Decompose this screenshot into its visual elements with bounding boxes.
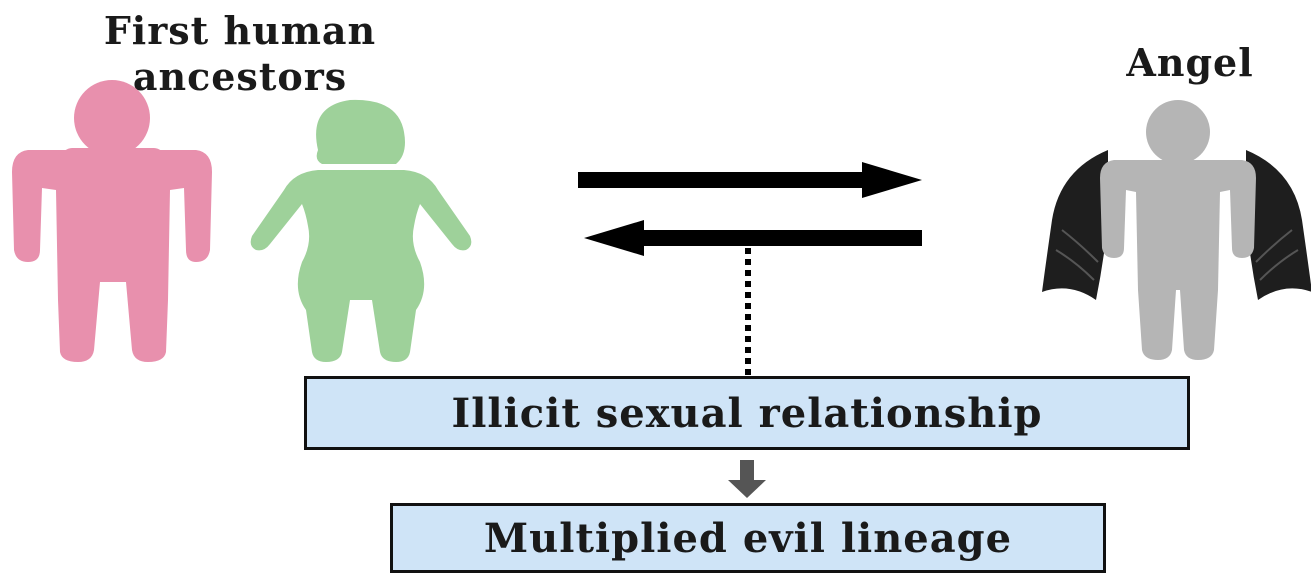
lineage-box: Multiplied evil lineage xyxy=(390,503,1106,573)
human-heading-line1: First human xyxy=(103,8,377,53)
relationship-box: Illicit sexual relationship xyxy=(304,376,1190,450)
arrow-left xyxy=(584,220,922,256)
human-ancestors-heading: First human ancestors xyxy=(40,8,440,100)
male-figure-icon xyxy=(12,80,212,362)
arrow-right xyxy=(578,162,922,198)
human-heading-line2: ancestors xyxy=(132,54,348,99)
wing-feather-lines xyxy=(1055,229,1299,281)
wings-icon xyxy=(1042,150,1311,300)
angel-heading: Angel xyxy=(1126,40,1254,85)
angel-figure-icon xyxy=(1100,100,1256,360)
down-arrow-icon xyxy=(728,460,766,498)
female-figure-icon xyxy=(250,99,472,362)
